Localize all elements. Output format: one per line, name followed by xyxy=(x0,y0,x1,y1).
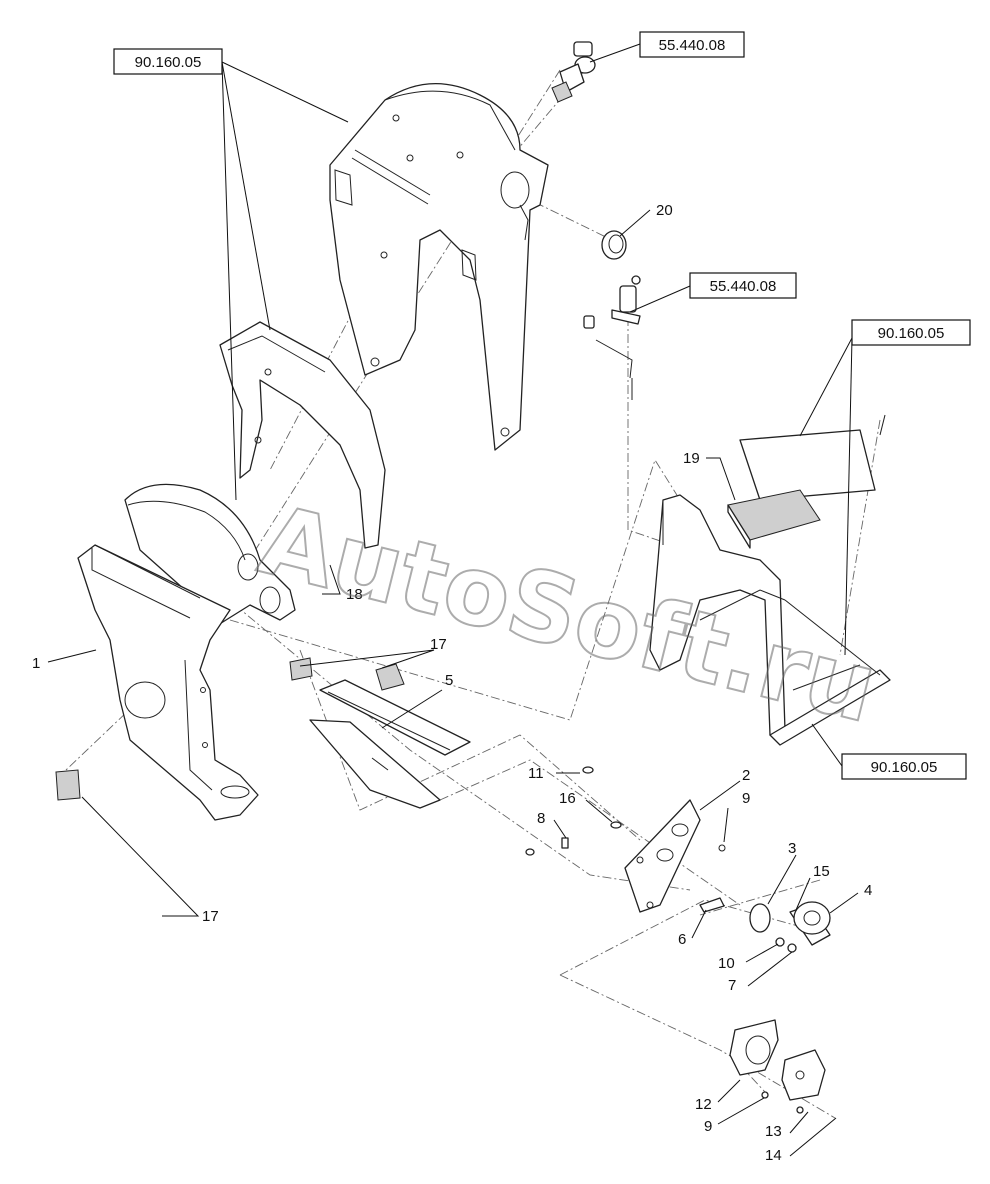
callout-16: 16 xyxy=(559,790,576,807)
lower-bracket xyxy=(729,1019,826,1114)
part-1-side-cover xyxy=(77,544,259,821)
callout-17-lower: 17 xyxy=(202,908,219,925)
part-5-panel xyxy=(309,679,471,809)
ref-box-top-switch[interactable]: 55.440.08 xyxy=(639,31,745,58)
ref-top-switch-text: 55.440.08 xyxy=(659,37,726,54)
callout-14: 14 xyxy=(765,1147,782,1164)
callout-1: 1 xyxy=(32,655,40,672)
callout-4: 4 xyxy=(864,882,872,899)
ref-box-right-upper[interactable]: 90.160.05 xyxy=(851,319,971,346)
part-17-pads xyxy=(55,657,405,801)
callout-10: 10 xyxy=(718,955,735,972)
switch-mid xyxy=(583,275,641,400)
right-frame-structure xyxy=(649,414,891,746)
callout-11: 11 xyxy=(528,765,544,782)
part-18-lower-cover xyxy=(124,483,296,631)
ref-box-right-lower[interactable]: 90.160.05 xyxy=(841,753,967,780)
callout-12: 12 xyxy=(695,1096,712,1113)
leader-lines xyxy=(47,43,859,1157)
callout-8: 8 xyxy=(537,810,545,827)
ref-mid-switch-text: 55.440.08 xyxy=(710,278,777,295)
upper-column-shroud xyxy=(329,82,549,451)
part-2-plate xyxy=(624,799,726,913)
ignition-switch-top xyxy=(551,41,596,103)
ref-right-upper-text: 90.160.05 xyxy=(878,325,945,342)
small-fasteners xyxy=(525,766,622,856)
reference-boxes: 90.160.05 55.440.08 55.440.08 90.160.05 … xyxy=(113,31,971,780)
callout-2: 2 xyxy=(742,767,750,784)
callout-5: 5 xyxy=(445,672,453,689)
callout-13: 13 xyxy=(765,1123,782,1140)
ref-box-top-left[interactable]: 90.160.05 xyxy=(113,48,223,75)
hinge-cluster xyxy=(699,897,831,953)
callout-6: 6 xyxy=(678,931,686,948)
callout-9-upper: 9 xyxy=(742,790,750,807)
rear-shroud-panel xyxy=(219,321,386,549)
ref-right-lower-text: 90.160.05 xyxy=(871,759,938,776)
callout-3: 3 xyxy=(788,840,796,857)
callout-labels: 1 2 3 4 5 6 7 8 9 9 10 11 12 13 14 15 16… xyxy=(32,202,872,1164)
ref-top-left-text: 90.160.05 xyxy=(135,54,202,71)
callout-20: 20 xyxy=(656,202,673,219)
callout-19: 19 xyxy=(683,450,700,467)
callout-17-upper: 17 xyxy=(430,636,447,653)
callout-7: 7 xyxy=(728,977,736,994)
callout-9-lower: 9 xyxy=(704,1118,712,1135)
callout-15: 15 xyxy=(813,863,830,880)
ref-box-mid-switch[interactable]: 55.440.08 xyxy=(689,272,797,299)
callout-18: 18 xyxy=(346,586,363,603)
part-20-cap xyxy=(601,230,627,260)
